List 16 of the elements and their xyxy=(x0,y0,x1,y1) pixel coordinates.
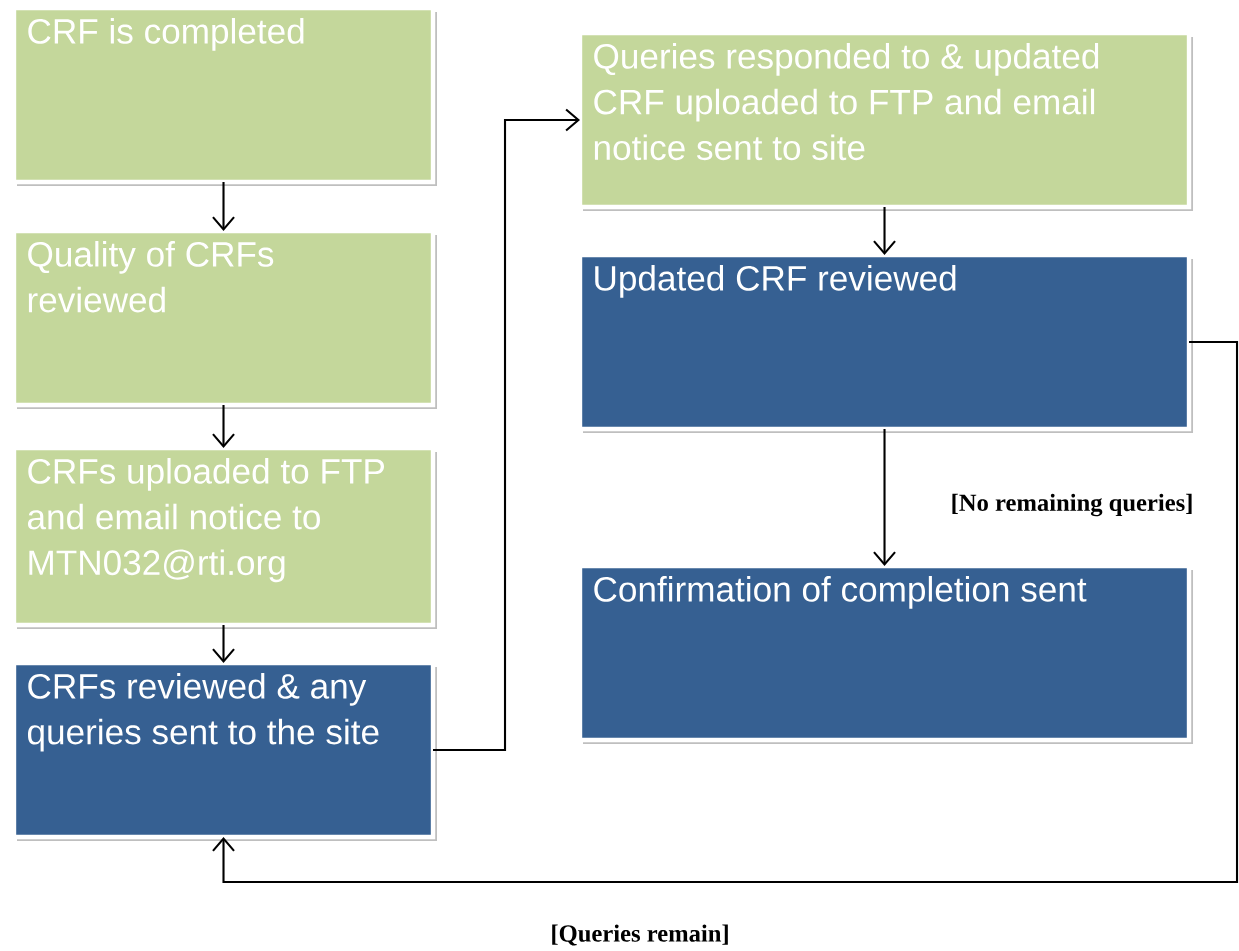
arrow xyxy=(873,429,896,566)
process-box: Updated CRF reviewed xyxy=(577,252,1193,433)
edge-label: [Queries remain] xyxy=(548,922,732,948)
arrow xyxy=(212,182,235,231)
process-box: CRFs uploaded to FTP and email notice to MTN032@rti.org xyxy=(11,445,437,629)
process-box: Quality of CRFs reviewed xyxy=(11,228,437,409)
process-box: CRFs reviewed & any queries sent to the site xyxy=(11,660,437,841)
arrow xyxy=(212,625,235,663)
process-box: Confirmation of completion sent xyxy=(577,563,1193,744)
process-box: CRF is completed xyxy=(11,5,437,186)
arrow xyxy=(433,108,580,752)
process-box: Queries responded to & updated CRF uploaded to FTP and email notice sent to site xyxy=(577,30,1193,211)
arrow xyxy=(212,405,235,448)
arrow xyxy=(212,340,1239,884)
edge-label: [No remaining queries] xyxy=(948,492,1196,518)
arrow xyxy=(873,207,896,255)
